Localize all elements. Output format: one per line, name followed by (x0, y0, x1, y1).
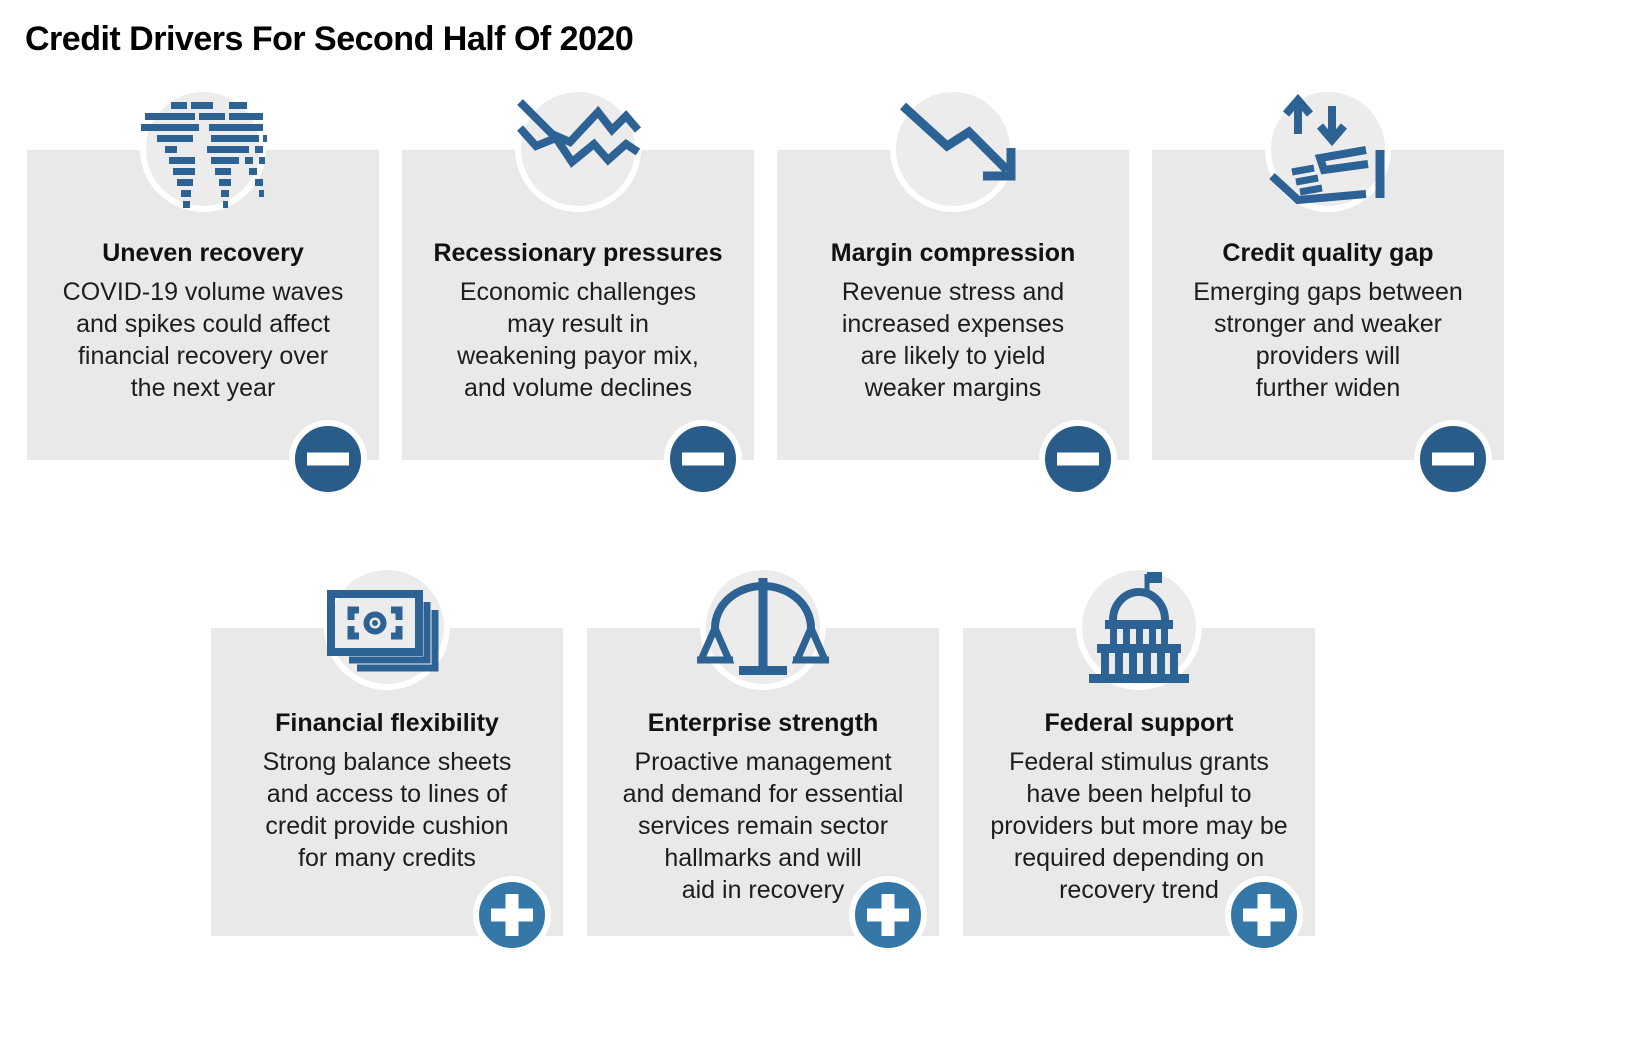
card-title: Credit quality gap (1222, 239, 1434, 267)
card-body: Emerging gaps between stronger and weake… (1193, 278, 1463, 402)
plus-badge (1225, 876, 1303, 954)
minus-badge (1039, 420, 1117, 498)
plus-badge (473, 876, 551, 954)
card-credit-quality-gap: Credit quality gap Emerging gaps between… (1152, 86, 1504, 498)
card-body: Strong balance sheets and access to line… (262, 748, 512, 872)
card-financial-flexibility: Financial flexibility Strong balance she… (211, 564, 563, 954)
card-title: Federal support (1044, 709, 1234, 737)
banknotes-icon (327, 590, 439, 672)
card-title: Uneven recovery (102, 239, 304, 267)
minus-badge (664, 420, 742, 498)
minus-badge (289, 420, 367, 498)
page-title: Credit Drivers For Second Half Of 2020 (25, 20, 634, 58)
card-body: Economic challenges may result in weaken… (457, 278, 699, 402)
icon-circle (890, 86, 1016, 212)
plus-badge (849, 876, 927, 954)
card-title: Margin compression (830, 239, 1076, 267)
minus-icon (1432, 452, 1474, 466)
card-body: Proactive management and demand for esse… (622, 748, 904, 904)
declining-arrow-icon (899, 102, 1016, 181)
card-uneven-recovery: Uneven recovery COVID-19 volume waves an… (27, 86, 379, 498)
card-title: Recessionary pressures (433, 239, 723, 267)
capitol-building-icon (1089, 572, 1189, 683)
balance-scale-icon (697, 578, 829, 675)
card-enterprise-strength: Enterprise strength Proactive management… (587, 564, 939, 954)
minus-icon (307, 452, 349, 466)
declining-lines-icon (517, 99, 642, 168)
minus-badge (1414, 420, 1492, 498)
card-title: Financial flexibility (275, 709, 499, 737)
hand-arrows-icon (1269, 93, 1385, 205)
minus-icon (1057, 452, 1099, 466)
card-body: Revenue stress and increased expenses ar… (841, 278, 1065, 402)
card-margin-compression: Margin compression Revenue stress and in… (777, 86, 1129, 498)
card-body: Federal stimulus grants have been helpfu… (990, 748, 1288, 904)
card-federal-support: Federal support Federal stimulus grants … (963, 564, 1315, 954)
card-body: COVID-19 volume waves and spikes could a… (62, 278, 344, 402)
card-recessionary-pressures: Recessionary pressures Economic challeng… (402, 86, 754, 498)
world-map-icon (141, 102, 267, 208)
minus-icon (682, 452, 724, 466)
card-title: Enterprise strength (647, 709, 879, 737)
